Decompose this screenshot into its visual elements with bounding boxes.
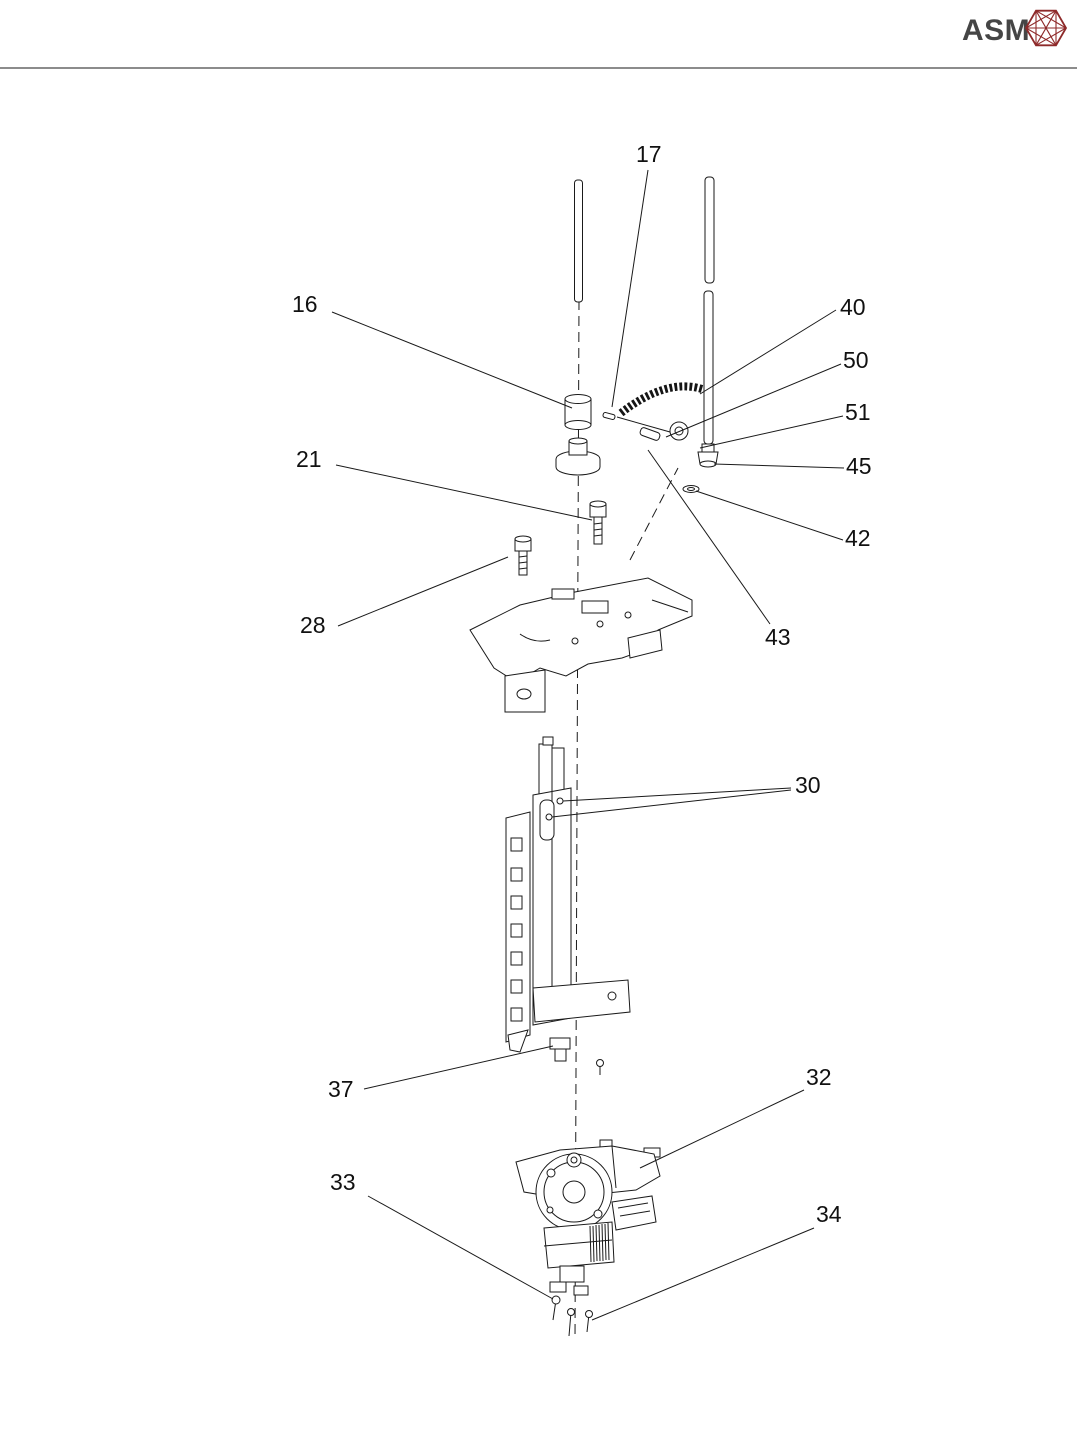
screw21-shaft	[593, 516, 603, 545]
callout-33: 33	[330, 1169, 356, 1195]
rail-post	[538, 743, 553, 797]
flange-neck-top	[568, 437, 588, 445]
leader-line-32	[639, 1089, 805, 1169]
plate-slot-a	[551, 588, 575, 600]
page-header: ASM	[0, 9, 1077, 69]
motor-shaft-tip	[570, 1156, 578, 1164]
bottom-screw-a	[551, 1295, 561, 1305]
motor-hub	[562, 1180, 586, 1204]
rail-tip	[507, 1029, 529, 1053]
callout-17: 17	[636, 141, 662, 167]
callout-28: 28	[300, 612, 326, 638]
leader-line-45	[713, 463, 845, 469]
callout-32: 32	[806, 1064, 832, 1090]
motor-lower-shaft	[559, 1265, 585, 1283]
bracket-plate	[469, 577, 693, 713]
callout-30: 30	[795, 772, 821, 798]
cylinder-part-50	[639, 427, 661, 441]
motor-connector	[611, 1195, 657, 1231]
brand-text: ASM	[962, 14, 1030, 47]
rail-foot-hole	[607, 991, 617, 1001]
cable-wire	[616, 416, 671, 433]
aux-centerline	[629, 467, 679, 561]
callout-50: 50	[843, 347, 869, 373]
bottom-screw-b	[567, 1308, 575, 1316]
screw21-head-top	[589, 500, 607, 508]
plate-curve	[519, 633, 551, 642]
leader-line-40	[699, 309, 837, 395]
leader-line-17	[611, 169, 649, 408]
bushing-assembly	[555, 394, 616, 476]
screw28-head-top	[514, 535, 532, 543]
motor-bottom-b	[573, 1285, 589, 1296]
callout-51: 51	[845, 399, 871, 425]
rail-screw-a	[556, 797, 564, 805]
leader-line-50	[665, 363, 842, 438]
bottom-screws	[551, 1295, 593, 1337]
callout-labels: 16 17 21 28 30 32 33 34 37 40 42 43 45 5…	[292, 141, 872, 1227]
plate-hole-a	[596, 620, 604, 628]
leader-line-30b	[551, 789, 792, 818]
callout-16: 16	[292, 291, 318, 317]
clamp-top	[549, 1037, 571, 1050]
callout-40: 40	[840, 294, 866, 320]
clamp-screw-head	[596, 1059, 604, 1067]
leader-line-16	[331, 311, 573, 409]
leader-line-33	[367, 1195, 554, 1300]
rail-screw-b	[545, 813, 553, 821]
callout-42: 42	[845, 525, 871, 551]
leader-line-21	[335, 464, 593, 521]
motor-winding	[589, 1222, 610, 1263]
bottom-screw-c	[585, 1310, 593, 1318]
callout-21: 21	[296, 446, 322, 472]
asm-hexagonal-logo-icon	[1024, 9, 1068, 47]
rail-foot	[532, 979, 631, 1023]
callout-34: 34	[816, 1201, 842, 1227]
coil-spring	[618, 382, 704, 417]
bushing-top	[564, 394, 592, 404]
plate-hole-b	[624, 611, 632, 619]
rail-post-cap	[542, 736, 554, 746]
clamp-part-37	[549, 1037, 604, 1075]
leader-line-34	[591, 1227, 815, 1321]
clamp-body	[554, 1048, 567, 1062]
knob-inner	[674, 426, 684, 436]
foot-hole	[516, 688, 532, 700]
washer-hole	[687, 487, 695, 491]
leader-line-51	[699, 415, 844, 449]
callout-43: 43	[765, 624, 791, 650]
guide-rod-left	[574, 179, 583, 303]
screw-part-21	[589, 500, 607, 545]
plate-hole-c	[571, 637, 579, 645]
plate-tab	[627, 629, 663, 659]
screw-part-28	[514, 535, 532, 576]
guide-rod-right-upper	[704, 176, 715, 284]
nut-base	[699, 460, 717, 468]
leader-lines	[331, 169, 845, 1321]
leader-line-30a	[562, 787, 792, 802]
callout-37: 37	[328, 1076, 354, 1102]
motor-bottom-a	[549, 1281, 567, 1293]
leader-line-43	[647, 449, 771, 625]
pin-part-17	[602, 411, 616, 421]
rail-assembly	[505, 736, 631, 1053]
guide-rods	[574, 176, 715, 445]
plate-slot-b	[581, 600, 609, 614]
motor-assembly	[515, 1139, 661, 1296]
flange-base	[555, 450, 601, 476]
leader-line-37	[363, 1045, 554, 1090]
leader-line-42	[695, 490, 844, 541]
rail-slot	[539, 799, 555, 841]
leader-line-28	[337, 556, 509, 627]
coiled-cable	[616, 382, 704, 433]
callout-45: 45	[846, 453, 872, 479]
bushing-bottom	[564, 420, 592, 430]
